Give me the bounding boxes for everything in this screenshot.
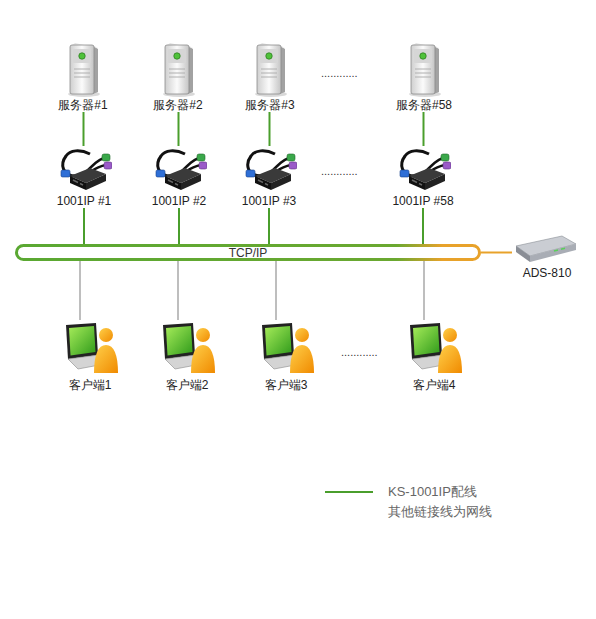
kvm-icon	[400, 151, 451, 190]
cable-connector	[177, 261, 179, 320]
node-label: 客户端2	[166, 378, 209, 392]
ellipsis-mark: ............	[321, 165, 358, 177]
ellipsis-mark: ............	[321, 67, 358, 79]
node-label: 服务器#1	[58, 98, 107, 112]
client-node: 客户端3	[251, 320, 321, 392]
client-icon	[163, 323, 215, 373]
client-icon	[410, 323, 462, 373]
node-label: 服务器#58	[396, 98, 452, 112]
ads-device-node: ADS-810	[512, 234, 582, 280]
kvm-extender-node: 1001IP #2	[144, 146, 214, 208]
client-icon	[262, 323, 314, 373]
server-icon	[163, 43, 195, 97]
kvm-extender-node: 1001IP #3	[234, 146, 304, 208]
node-label: 1001IP #58	[392, 194, 453, 208]
server-node: 服务器#1	[48, 40, 118, 112]
cable-connector	[481, 252, 512, 254]
node-label: 1001IP #3	[242, 194, 297, 208]
kvm-extender-node: 1001IP #58	[388, 146, 458, 208]
kvm-icon	[156, 151, 207, 190]
client-icon	[66, 323, 118, 373]
legend-entry: 其他链接线为网线	[388, 504, 492, 520]
node-label: 1001IP #2	[152, 194, 207, 208]
server-node: 服务器#58	[389, 40, 459, 112]
legend-text: KS-1001IP配线	[388, 484, 477, 499]
node-label: 客户端3	[265, 378, 308, 392]
node-label: 1001IP #1	[57, 194, 112, 208]
cable-connector	[83, 112, 85, 146]
band-border	[17, 246, 480, 260]
cable-connector	[269, 112, 271, 146]
server-node: 服务器#3	[235, 40, 305, 112]
kvm-icon	[246, 151, 297, 190]
cable-connector	[178, 208, 180, 244]
kvm-icon	[61, 151, 112, 190]
client-node: 客户端4	[399, 320, 469, 392]
cable-connector	[423, 112, 425, 146]
cable-connector	[423, 261, 425, 320]
client-node: 客户端1	[55, 320, 125, 392]
server-node: 服务器#2	[143, 40, 213, 112]
legend-entry: KS-1001IP配线	[388, 484, 477, 500]
network-band: TCP/IP	[15, 244, 481, 261]
legend-text: 其他链接线为网线	[388, 504, 492, 519]
server-icon	[68, 43, 100, 97]
kvm-extender-node: 1001IP #1	[49, 146, 119, 208]
node-label: 服务器#2	[153, 98, 202, 112]
cable-connector	[178, 112, 180, 146]
node-label: ADS-810	[523, 266, 572, 280]
server-icon	[409, 43, 441, 97]
cable-connector	[268, 208, 270, 244]
cable-connector	[79, 261, 81, 320]
cable-connector	[422, 208, 424, 244]
ads-device-icon	[516, 236, 576, 262]
cable-connector	[275, 261, 277, 320]
server-icon	[255, 43, 287, 97]
client-node: 客户端2	[152, 320, 222, 392]
node-label: TCP/IP	[229, 246, 268, 260]
node-label: 客户端1	[69, 378, 112, 392]
ellipsis-mark: ............	[341, 346, 378, 358]
node-label: 客户端4	[413, 378, 456, 392]
legend-line-sample	[325, 491, 373, 493]
cable-connector	[83, 208, 85, 244]
node-label: 服务器#3	[245, 98, 294, 112]
